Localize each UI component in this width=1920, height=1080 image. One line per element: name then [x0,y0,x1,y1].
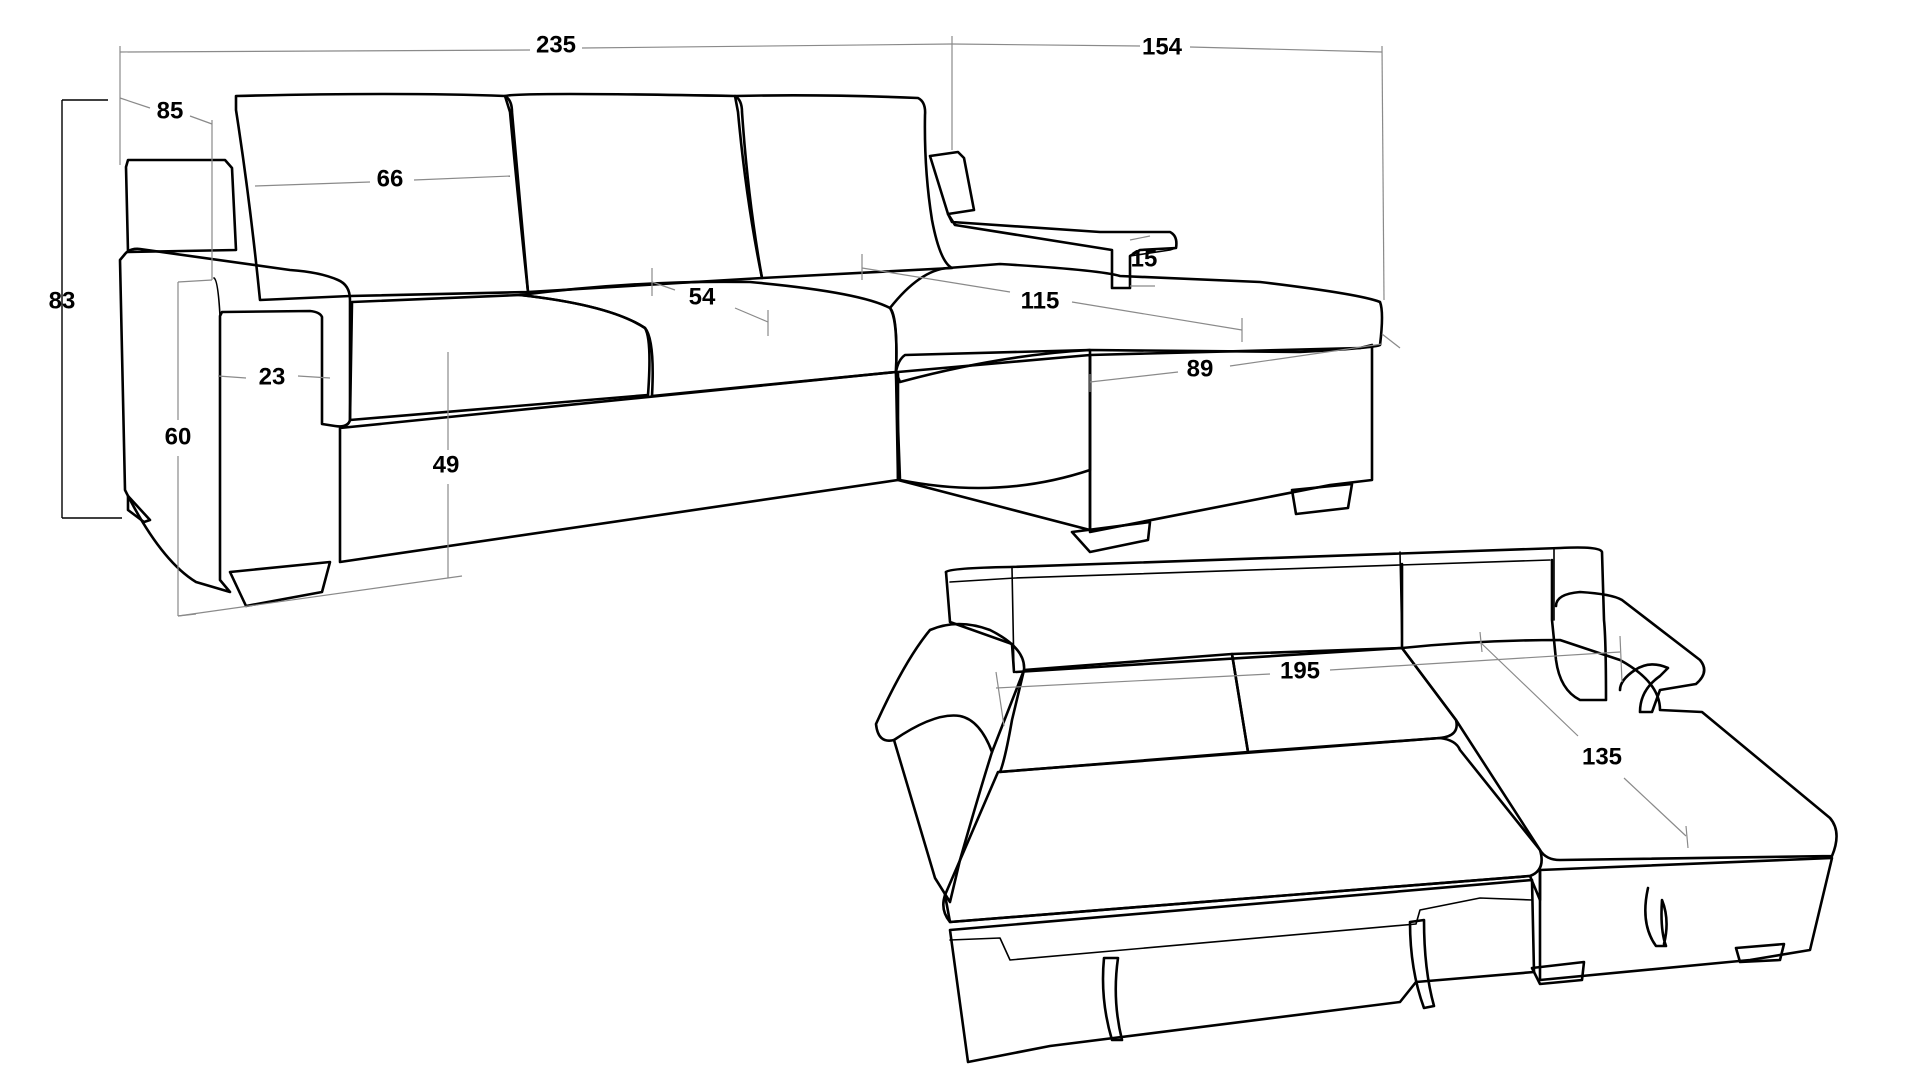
sofa-base-front [338,370,900,564]
back-cushion-left [234,92,530,302]
sofa-dimension-lines [61,36,1401,617]
bed-chaise-strap [1644,886,1668,948]
bed-leg-right [1734,942,1786,964]
label-backrest-cushion: 66 [377,165,404,192]
chaise-armrest [946,212,1178,290]
bed-pullout-base [948,878,1536,1064]
chaise-base-front [896,353,1092,532]
label-chaise-depth: 89 [1187,355,1214,382]
chaise-back-leg [1290,482,1354,516]
bed-chaise-arm [1554,590,1706,714]
label-armrest-width: 23 [259,363,286,390]
bed-strap-right [1408,918,1436,1010]
bed-back-rail [944,546,1608,702]
label-total-width: 235 [536,31,576,58]
bed-leg-front [1530,960,1586,986]
label-depth: 85 [157,97,184,124]
left-arm-back [124,158,238,254]
chaise-front-leg [1070,520,1152,554]
bed-chaise-top [1400,638,1838,862]
label-bed-length: 135 [1582,743,1622,770]
label-chaise-width: 154 [1142,33,1183,60]
corner-sofa-drawing [118,92,1384,608]
sofa-base-side [894,348,1092,490]
back-cushion-middle [503,92,764,294]
left-front-armrest [118,247,352,594]
label-total-height: 83 [49,287,76,314]
back-left-leg [126,494,152,524]
label-bed-width: 195 [1280,657,1320,684]
armrest-face-line [213,277,221,317]
bed-seat-right [1230,646,1458,754]
label-chaise-length: 115 [1021,287,1060,314]
right-back-upright [928,150,976,216]
chaise-base-side [1088,343,1374,534]
label-seat-height: 49 [433,451,460,478]
chaise-armrest-inner [1129,247,1177,257]
front-left-leg [228,560,332,608]
label-seat-depth: 54 [689,283,716,310]
bed-mattress-front [943,868,1542,924]
bed-back-top [949,559,1551,583]
bed-left-arm-side [892,738,994,904]
label-chaise-armrest: 15 [1131,245,1158,272]
chaise-cushion [888,262,1384,384]
bed-mattress [942,736,1543,924]
dimension-labels: 235 154 85 83 66 54 115 15 23 60 49 89 1… [49,31,1622,770]
back-cushion-right [733,94,954,280]
bed-strap-left [1101,956,1124,1042]
label-armrest-height: 60 [165,423,192,450]
sofa-bed-drawing [874,546,1838,1064]
bed-dimension-lines [995,631,1689,849]
bed-pullout-top [949,897,1533,961]
